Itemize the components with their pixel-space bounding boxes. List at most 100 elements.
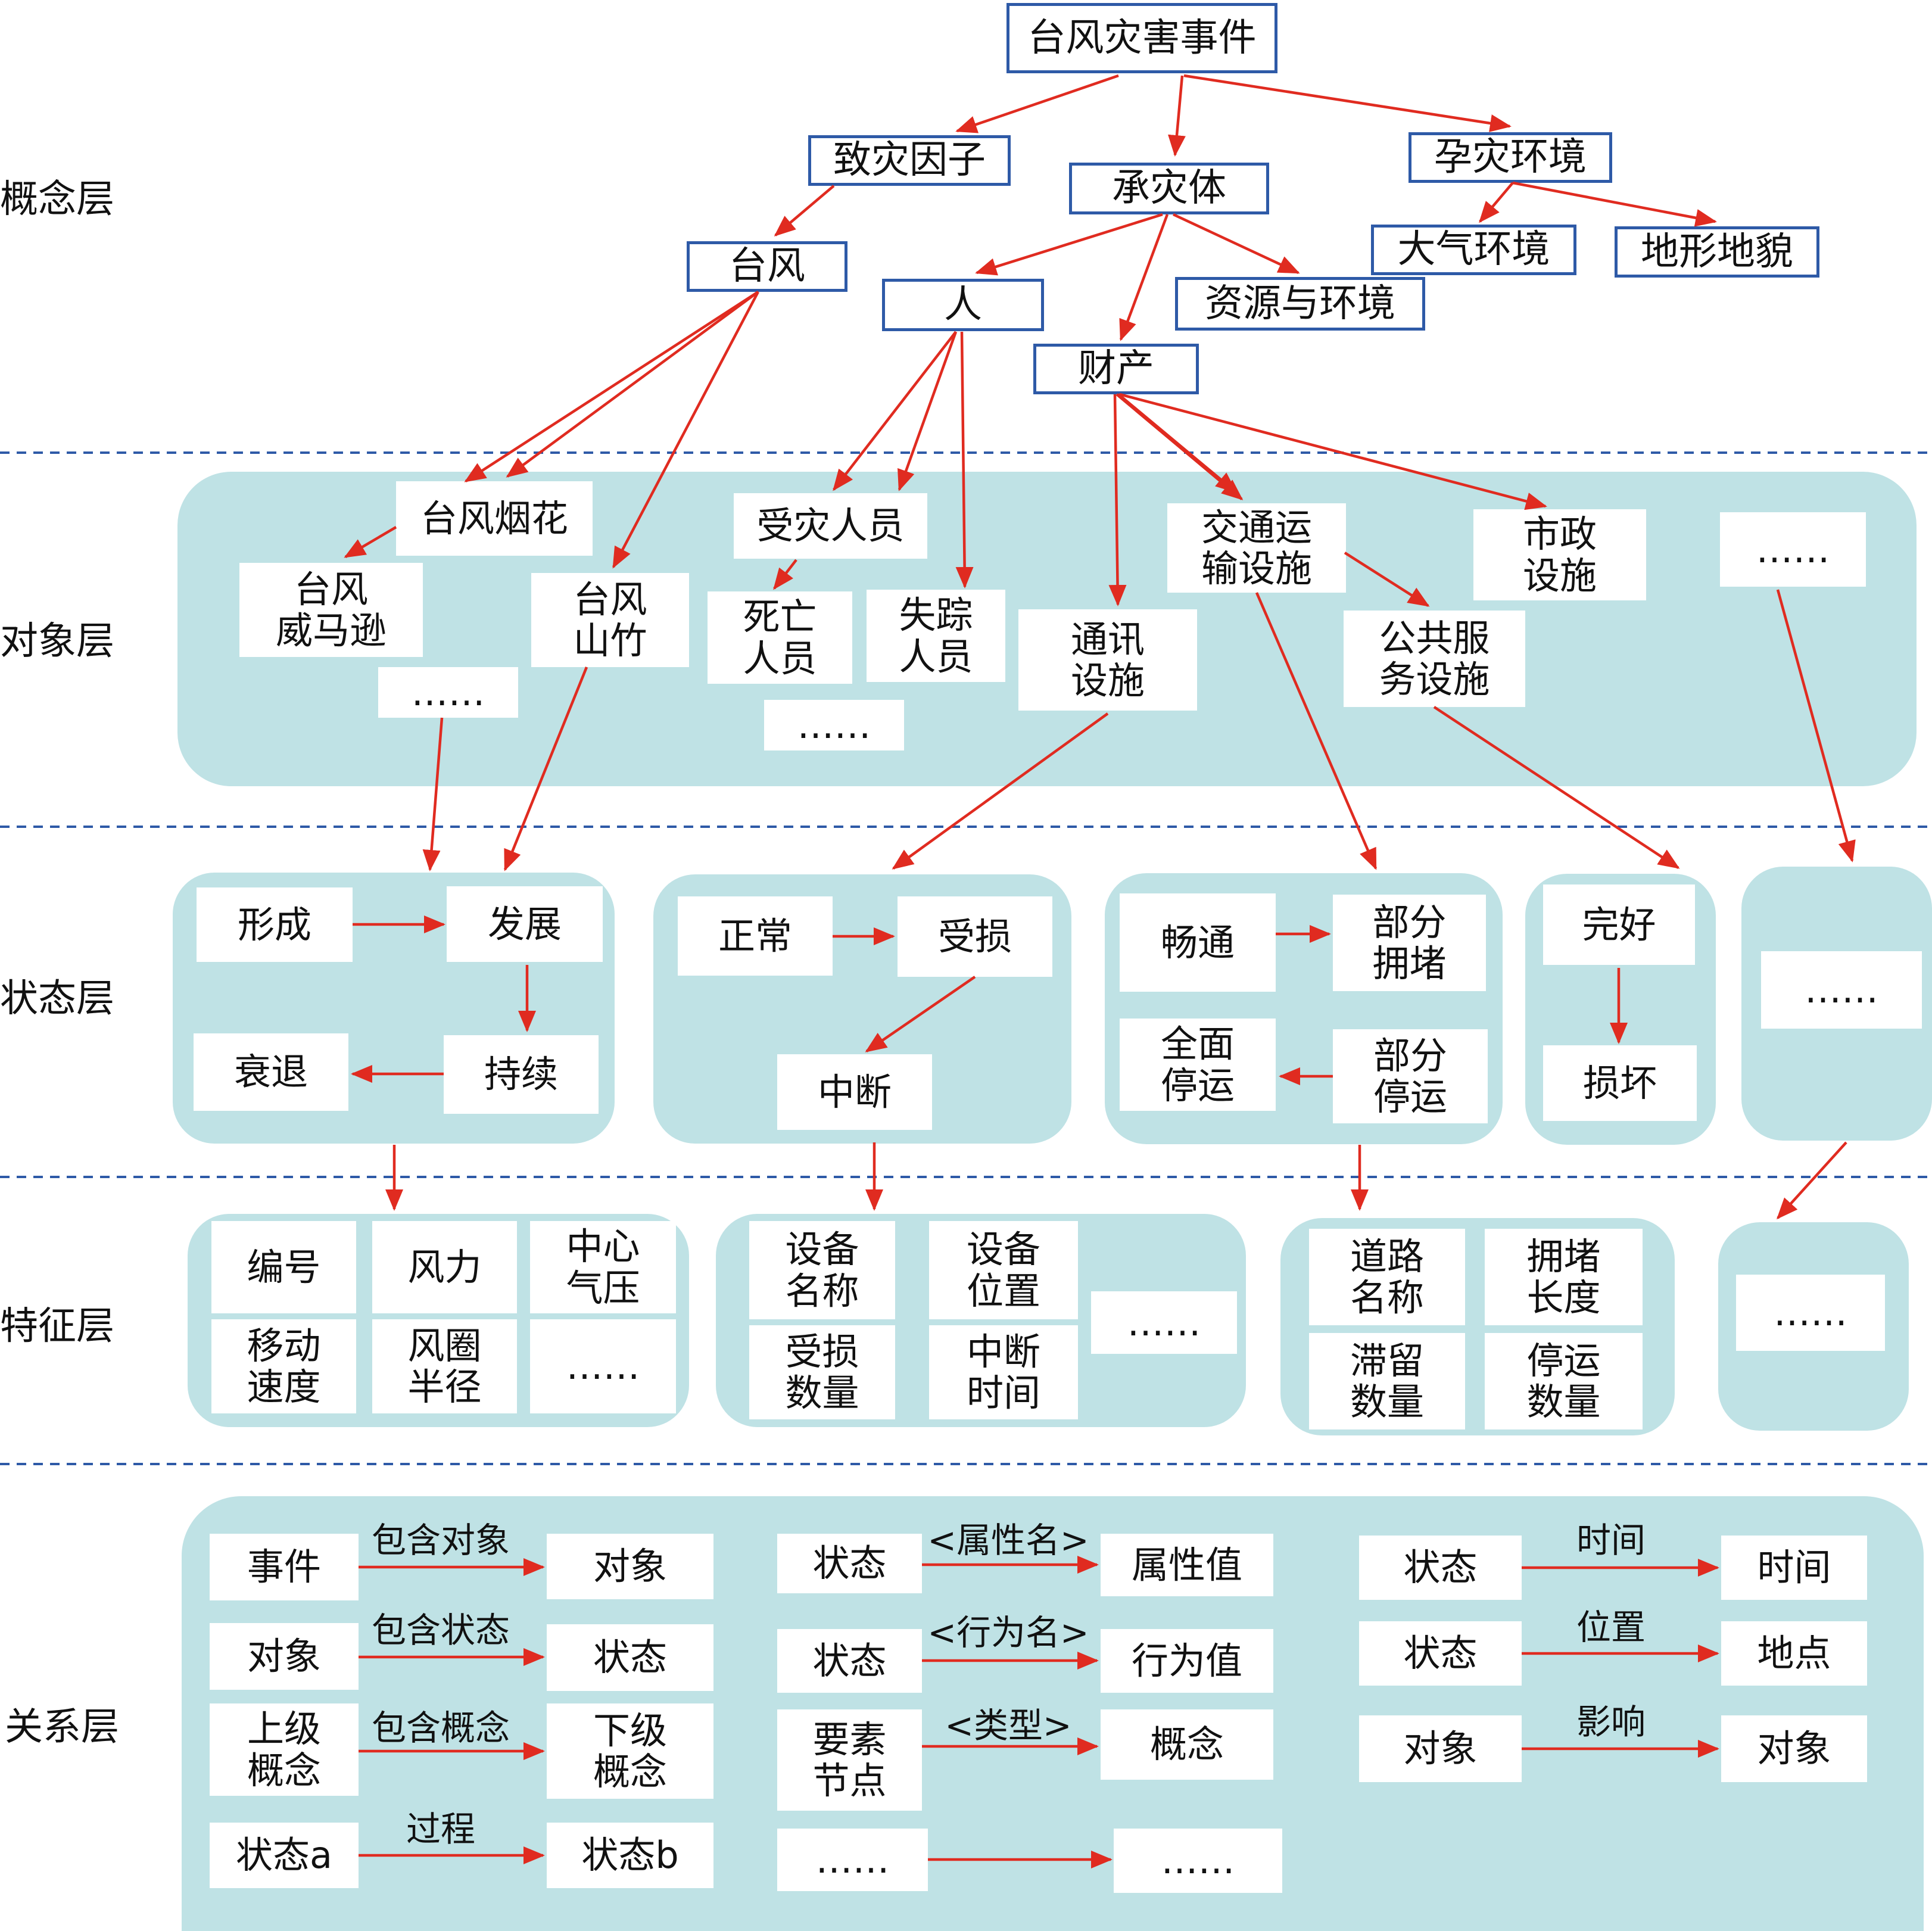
edge-state-feature-more: [1776, 1141, 1847, 1220]
feature-traffic-congestion-length: 拥堵 长度: [1485, 1229, 1643, 1325]
object-more: ……: [1720, 512, 1866, 587]
edge-typhoon-mangkhut: [612, 291, 759, 569]
feature-traffic-suspended-count: 停运 数量: [1485, 1333, 1643, 1429]
object-transport-facility: 交通运 输设施: [1167, 503, 1346, 593]
edge-more-state: [1776, 589, 1856, 862]
state-comm-interrupted: 中断: [777, 1054, 932, 1130]
relation-col2-label-2: <类型>: [945, 1705, 1072, 1746]
state-typhoon-decline: 衰退: [194, 1033, 348, 1111]
edge-traffic-public: [1344, 552, 1430, 607]
feature-typhoon-central-pressure: 中心 气压: [530, 1221, 676, 1313]
feature-more: ……: [1736, 1275, 1885, 1351]
edge-root-hazard: [955, 74, 1119, 133]
relation-col2-label-0: <属性名>: [927, 1520, 1089, 1561]
edge-environment-atmosphere: [1479, 182, 1514, 223]
relation-col3-to-0: 时间: [1721, 1536, 1867, 1600]
object-typhoon-more: ……: [378, 667, 518, 718]
relation-col3-from-0: 状态: [1359, 1536, 1522, 1600]
edge-bearer-person: [975, 213, 1163, 276]
state-traffic-partial-congestion: 部分 拥堵: [1333, 895, 1486, 991]
state-traffic-clear: 畅通: [1120, 893, 1276, 992]
relation-col1-to-1: 状态: [547, 1624, 713, 1691]
relation-col3-from-1: 状态: [1359, 1621, 1522, 1686]
edge-property-comm: [1108, 394, 1127, 606]
concept-disaster-environment: 孕灾环境: [1409, 132, 1612, 183]
concept-person: 人: [882, 279, 1044, 331]
feature-comm-more: ……: [1091, 1291, 1237, 1354]
relation-col3-to-1: 地点: [1721, 1621, 1867, 1686]
object-typhoon-rammasun: 台风 威马逊: [239, 563, 423, 657]
concept-typhoon-disaster-event: 台风灾害事件: [1006, 3, 1277, 73]
state-comm-damaged: 受损: [898, 896, 1052, 977]
edge-damaged-interrupted: [865, 976, 976, 1052]
relation-col1-from-3: 状态a: [210, 1823, 359, 1888]
feature-typhoon-moving-speed: 移动 速度: [211, 1319, 356, 1413]
edge-comm-state: [892, 712, 1109, 870]
concept-resources-environment: 资源与环境: [1175, 277, 1425, 331]
relation-col1-to-2: 下级 概念: [547, 1703, 713, 1799]
state-typhoon-development: 发展: [447, 886, 603, 962]
relation-col3-to-2: 对象: [1721, 1715, 1867, 1782]
relation-col1-label-1: 包含状态: [371, 1610, 510, 1650]
state-typhoon-sustained: 持续: [444, 1035, 599, 1114]
relation-col1-to-0: 对象: [547, 1534, 713, 1599]
state-typhoon-formation: 形成: [197, 887, 353, 962]
edge-public-state: [1433, 706, 1680, 869]
state-comm-normal: 正常: [678, 896, 833, 976]
object-public-service-facility: 公共服 务设施: [1344, 611, 1525, 707]
relation-col2-label-1: <行为名>: [927, 1612, 1089, 1653]
object-typhoon-in-fa: 台风烟花: [396, 481, 593, 556]
layer-label-object: 对象层: [0, 619, 114, 664]
edge-bearer-resource: [1173, 213, 1300, 275]
relation-col1-from-0: 事件: [210, 1534, 359, 1600]
relation-col3-label-1: 位置: [1576, 1607, 1646, 1647]
edge-hazard-typhoon: [774, 185, 835, 236]
object-typhoon-mangkhut: 台风 山竹: [531, 573, 689, 667]
feature-comm-interruption-time: 中断 时间: [929, 1325, 1078, 1419]
object-person-more: ……: [764, 700, 904, 750]
feature-typhoon-wind-force: 风力: [372, 1221, 517, 1313]
edge-traffic-state: [1255, 592, 1378, 870]
relation-col1-label-2: 包含概念: [371, 1708, 510, 1748]
concept-disaster-bearer: 承灾体: [1069, 163, 1269, 214]
edge-typhoon-in-fa: [506, 291, 759, 478]
relation-col1-label-0: 包含对象: [371, 1520, 510, 1561]
edge-person-victims-1: [833, 331, 957, 491]
feature-typhoon-more: ……: [530, 1319, 676, 1413]
relation-col2-to-3: ……: [1114, 1829, 1282, 1893]
relation-col2-from-2: 要素 节点: [777, 1709, 922, 1811]
concept-terrain: 地形地貌: [1615, 226, 1819, 278]
state-public-damaged: 损坏: [1543, 1045, 1697, 1121]
relation-col2-to-2: 概念: [1101, 1709, 1273, 1780]
object-missing: 失踪 人员: [867, 590, 1005, 682]
relation-col2-to-1: 行为值: [1101, 1629, 1273, 1693]
concept-property: 财产: [1033, 344, 1199, 394]
concept-typhoon: 台风: [687, 241, 847, 292]
relation-col2-from-3: ……: [777, 1829, 928, 1891]
edge-person-victims-2: [898, 331, 958, 491]
edge-typhoon-other: [464, 291, 759, 482]
edge-property-public: [1117, 393, 1238, 493]
edge-in-fa-rammasun: [344, 526, 397, 558]
feature-typhoon-wind-radius: 风圈 半径: [372, 1319, 517, 1413]
feature-comm-damaged-count: 受损 数量: [749, 1325, 895, 1419]
feature-comm-device-location: 设备 位置: [929, 1221, 1078, 1319]
relation-col2-to-0: 属性值: [1101, 1534, 1273, 1596]
edge-typhoon-more-state: [422, 717, 444, 871]
state-traffic-partial-suspension: 部分 停运: [1333, 1029, 1488, 1123]
layer-label-state: 状态层: [0, 977, 114, 1021]
edge-environment-terrain: [1512, 181, 1717, 227]
edge-person-missing: [955, 331, 974, 588]
edge-root-bearer: [1168, 75, 1186, 157]
relation-col2-from-1: 状态: [777, 1629, 922, 1693]
feature-traffic-stranded-count: 滞留 数量: [1309, 1333, 1465, 1429]
object-victims: 受灾人员: [734, 493, 927, 559]
edge-victims-dead: [773, 559, 797, 590]
feature-typhoon-number: 编号: [211, 1221, 356, 1313]
layer-label-feature: 特征层: [0, 1304, 114, 1348]
relation-col3-from-2: 对象: [1359, 1715, 1522, 1782]
relation-col1-from-2: 上级 概念: [210, 1703, 359, 1796]
concept-hazard-factor: 致灾因子: [808, 135, 1011, 186]
